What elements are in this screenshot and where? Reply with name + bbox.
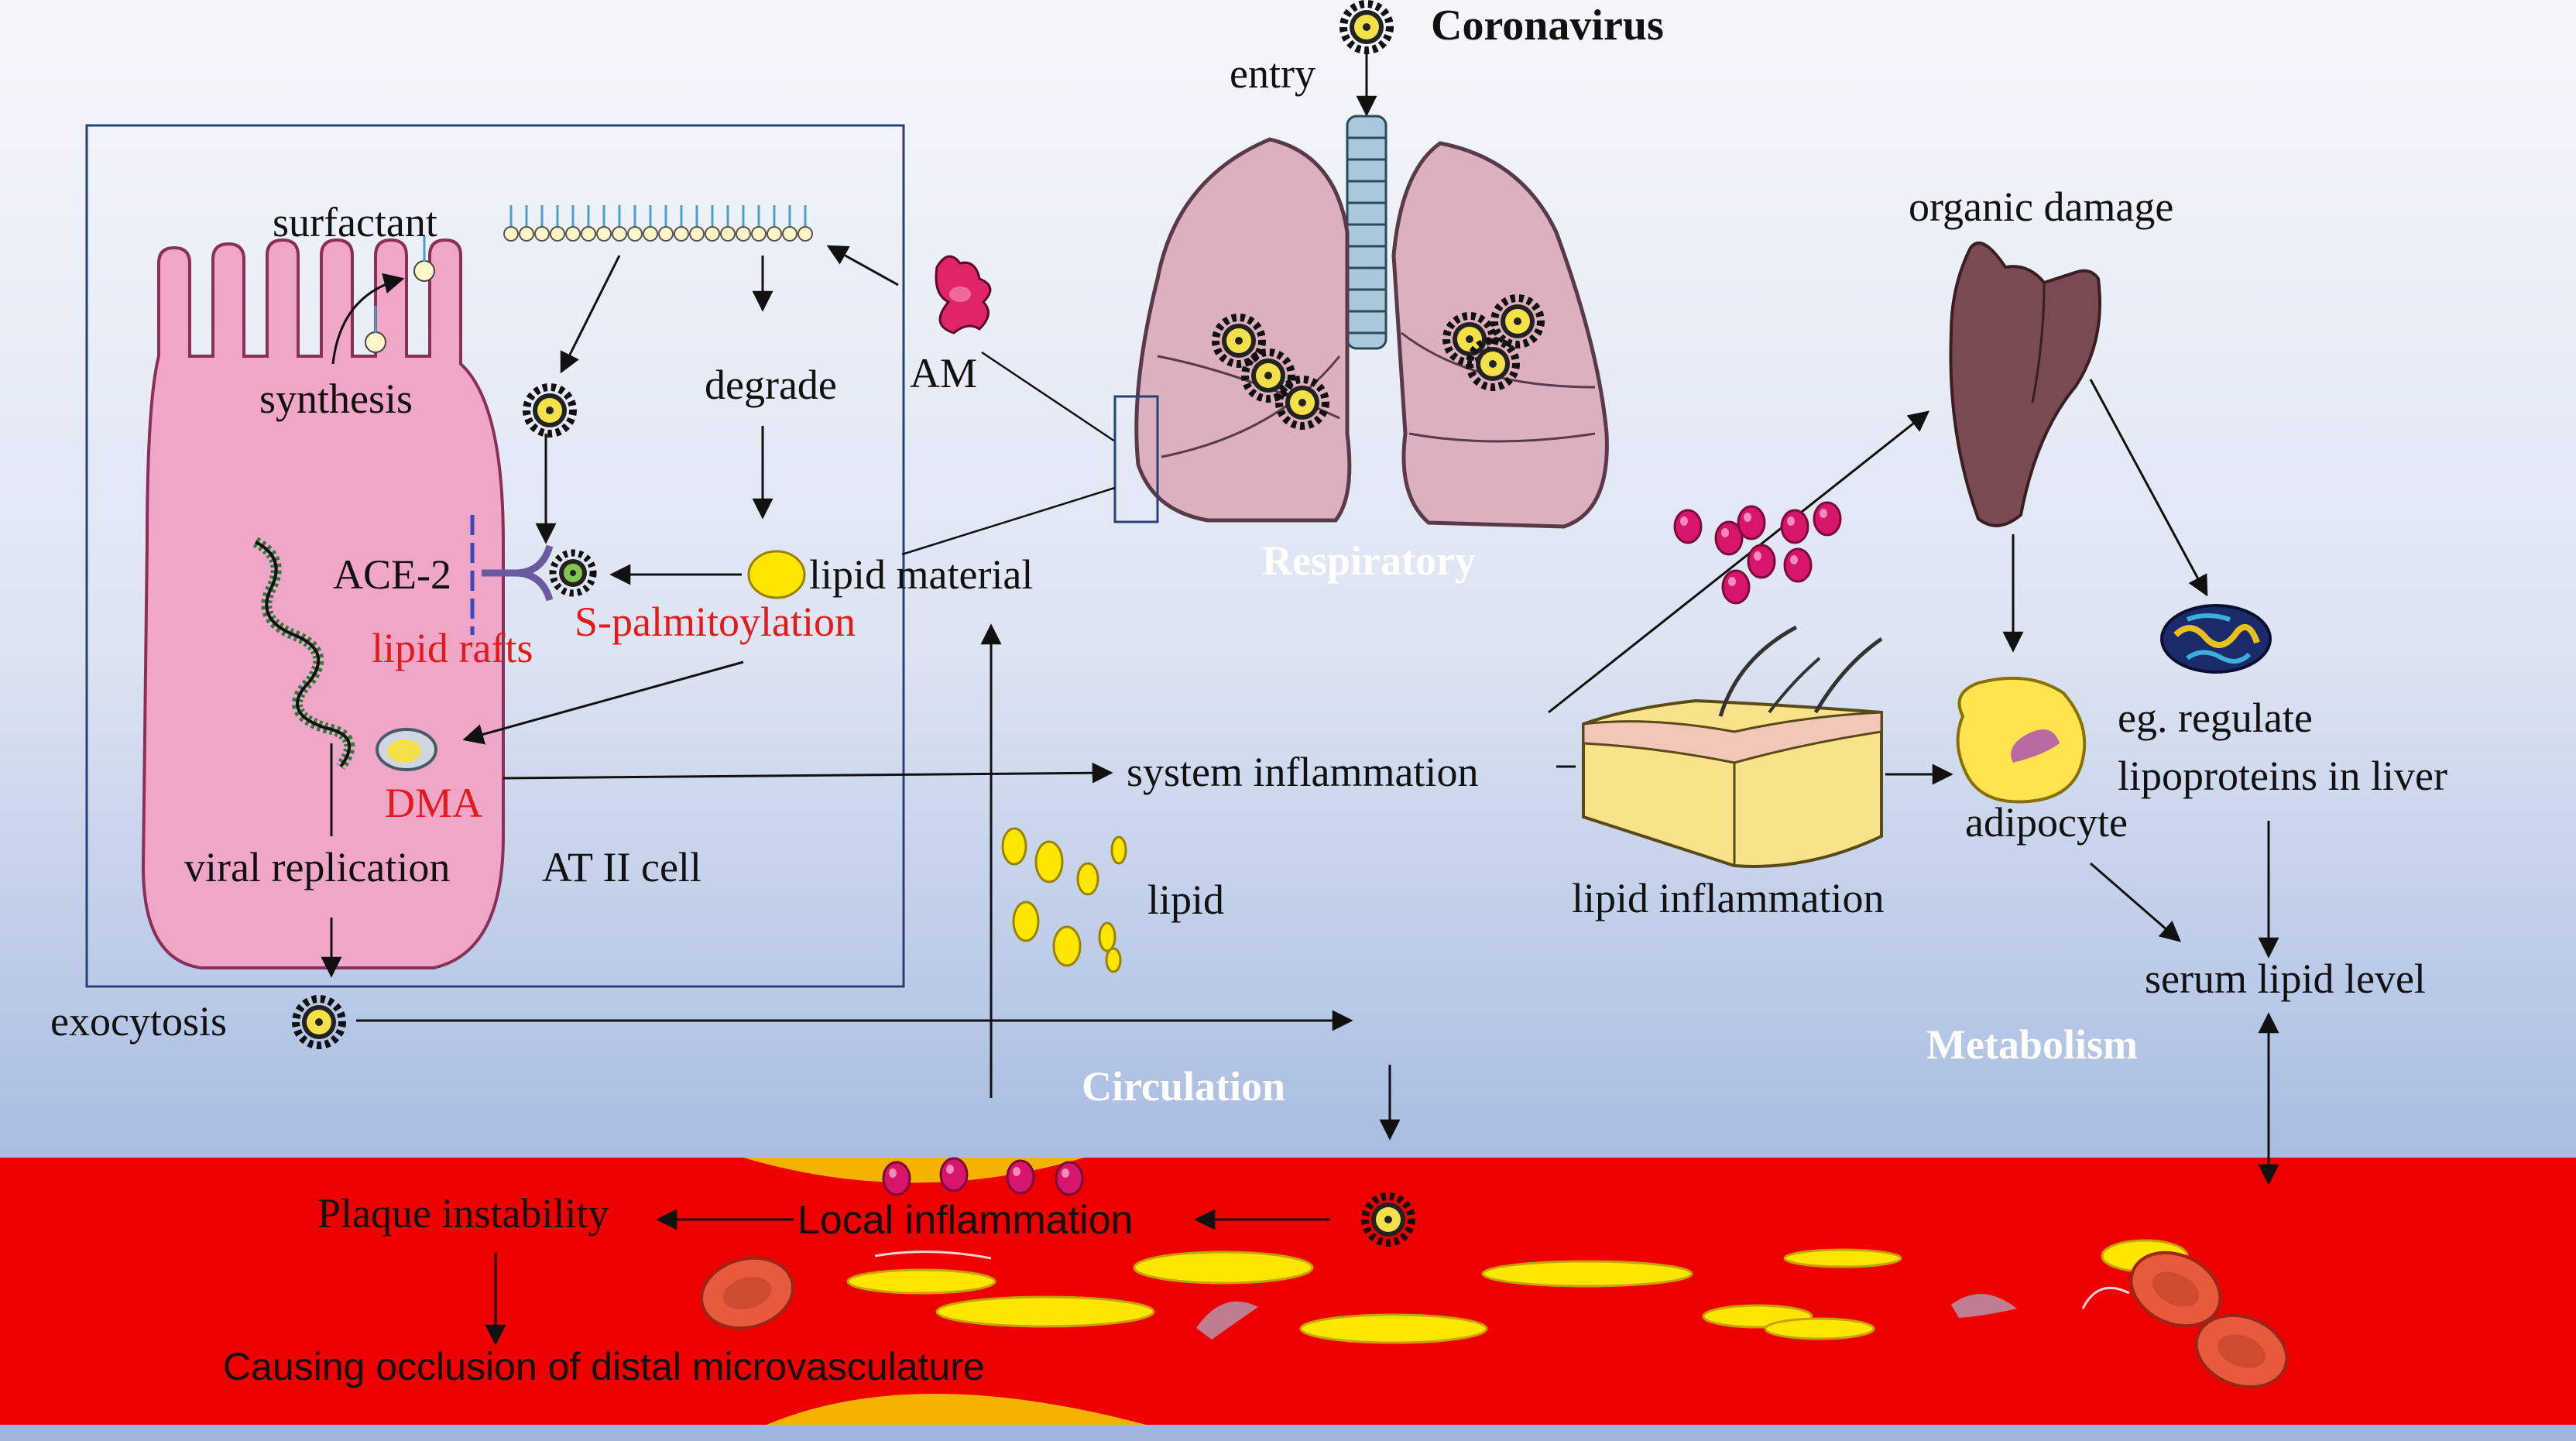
lipid-rafts-label: lipid rafts: [372, 625, 533, 671]
exocytosis-label: exocytosis: [50, 998, 227, 1045]
lipid-inflammation-label: lipid inflammation: [1572, 875, 1885, 921]
viral-replication-label: viral replication: [184, 844, 451, 890]
surfactant-label: surfactant: [273, 199, 437, 245]
at-ii-cell-body: [141, 238, 505, 969]
zoom-box: [1113, 395, 1159, 523]
lipid-label: lipid: [1147, 877, 1225, 923]
coronavirus-label: Coronavirus: [1431, 2, 1664, 50]
surfactant-layer: [503, 205, 813, 242]
local-inflammation-label: Local inflammation: [797, 1198, 1134, 1243]
adipocyte-label: adipocyte: [1965, 799, 2128, 846]
serum-lipid-level-label: serum lipid level: [2145, 956, 2426, 1002]
synthesis-label: synthesis: [259, 376, 413, 422]
lungs: [1134, 115, 1609, 529]
dma-label: DMA: [385, 780, 483, 826]
lipoproteins-label: lipoproteins in liver: [2118, 753, 2447, 799]
metabolism-label: Metabolism: [1926, 1021, 2138, 1068]
am-label: AM: [910, 350, 978, 396]
eg-regulate-label: eg. regulate: [2118, 695, 2313, 741]
respiratory-label: Respiratory: [1262, 537, 1476, 584]
at-ii-cell-label: AT II cell: [542, 844, 701, 890]
degrade-label: degrade: [705, 362, 837, 408]
liver: [1949, 241, 2101, 527]
at-ii-cell-box: [85, 124, 905, 988]
ace2-label: ACE-2: [333, 551, 451, 598]
adipose-tissue: [1582, 625, 1883, 868]
lipid-material-label: lipid material: [809, 551, 1034, 598]
plaque-instability-label: Plaque instability: [317, 1190, 609, 1237]
causing-occlusion-label: Causing occlusion of distal microvascula…: [223, 1345, 985, 1388]
organic-damage-label: organic damage: [1909, 184, 2174, 230]
circulation-label: Circulation: [1082, 1063, 1286, 1110]
lipid-material-droplet: [747, 550, 806, 599]
ace2-receptor: [482, 544, 554, 602]
s-palmitoylation-label: S-palmitoylation: [575, 599, 856, 645]
system-inflammation-label: system inflammation: [1127, 749, 1479, 795]
entry-label: entry: [1230, 50, 1315, 97]
blood-vessel: [0, 1157, 2576, 1425]
lipid-droplets: [1001, 827, 1127, 973]
